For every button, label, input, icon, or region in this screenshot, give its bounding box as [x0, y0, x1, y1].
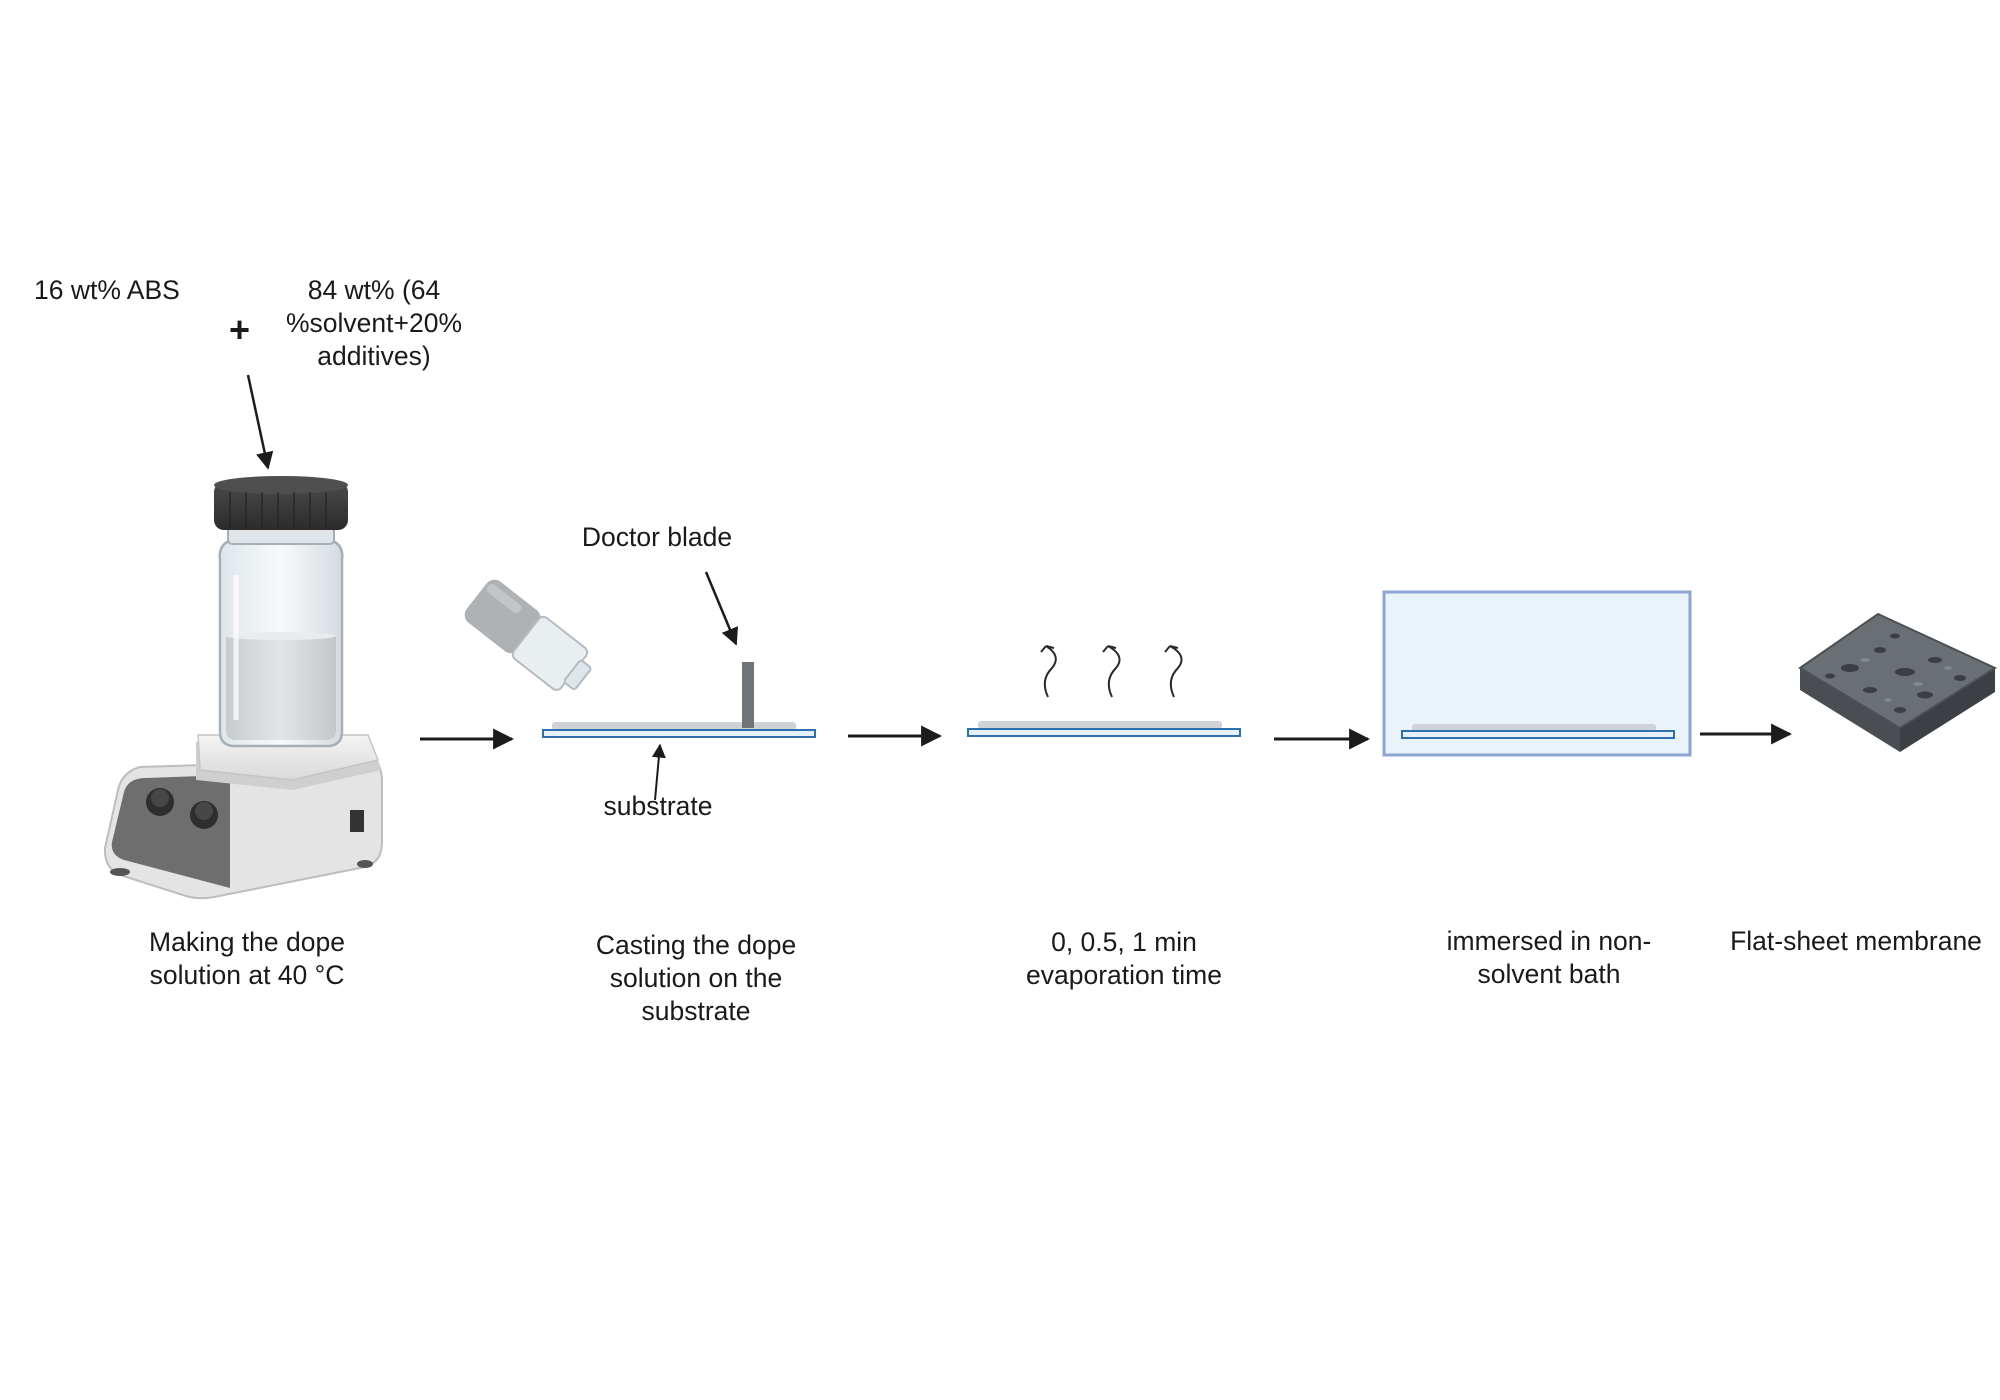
- polymer-text: 16 wt% ABS: [34, 275, 180, 305]
- evaporation-illustration: [967, 645, 1241, 737]
- step-3-line-1: 0, 0.5, 1 min: [1051, 927, 1197, 957]
- step-2-line-2: solution on the: [609, 963, 783, 993]
- step-2-line-1: Casting the dope: [595, 930, 797, 960]
- plus-sign: +: [229, 309, 251, 350]
- nonsolvent-bath-illustration: [1382, 590, 1692, 757]
- flat-sheet-membrane-illustration: [1798, 612, 1998, 752]
- step-5-line-1: Flat-sheet membrane: [1730, 926, 1982, 956]
- mixture-line-1: 84 wt% (64: [307, 275, 441, 305]
- doctor-blade-label: Doctor blade: [581, 522, 733, 552]
- step-3-caption: 0, 0.5, 1 min evaporation time: [1000, 926, 1248, 992]
- step-1-line-1: Making the dope: [149, 927, 345, 957]
- hotplate-stirrer-illustration: [103, 476, 383, 900]
- substrate-label: substrate: [603, 791, 713, 821]
- step-4-caption: immersed in non- solvent bath: [1420, 925, 1678, 991]
- step-5-caption: Flat-sheet membrane: [1716, 925, 1996, 958]
- arrow-substrate-callout: [651, 743, 666, 801]
- step-1-line-2: solution at 40 °C: [149, 960, 345, 990]
- step-2-line-3: substrate: [641, 996, 751, 1026]
- arrow-ingredients-to-jar: [246, 374, 274, 470]
- step-1-caption: Making the dope solution at 40 °C: [126, 926, 368, 992]
- polymer-label: 16 wt% ABS: [34, 274, 180, 307]
- solvent-additives-label: 84 wt% (64 %solvent+20% additives): [274, 274, 474, 373]
- casting-illustration: [464, 579, 816, 738]
- arrow-doctor-blade-callout: [704, 571, 739, 646]
- step-2-caption: Casting the dope solution on the substra…: [574, 929, 818, 1028]
- step-4-line-1: immersed in non-: [1446, 926, 1652, 956]
- step-3-line-2: evaporation time: [1026, 960, 1222, 990]
- step-4-line-2: solvent bath: [1477, 959, 1621, 989]
- mixture-line-2: %solvent+20%: [285, 308, 463, 338]
- flow-arrows: [246, 374, 1793, 801]
- mixture-line-3: additives): [317, 341, 431, 371]
